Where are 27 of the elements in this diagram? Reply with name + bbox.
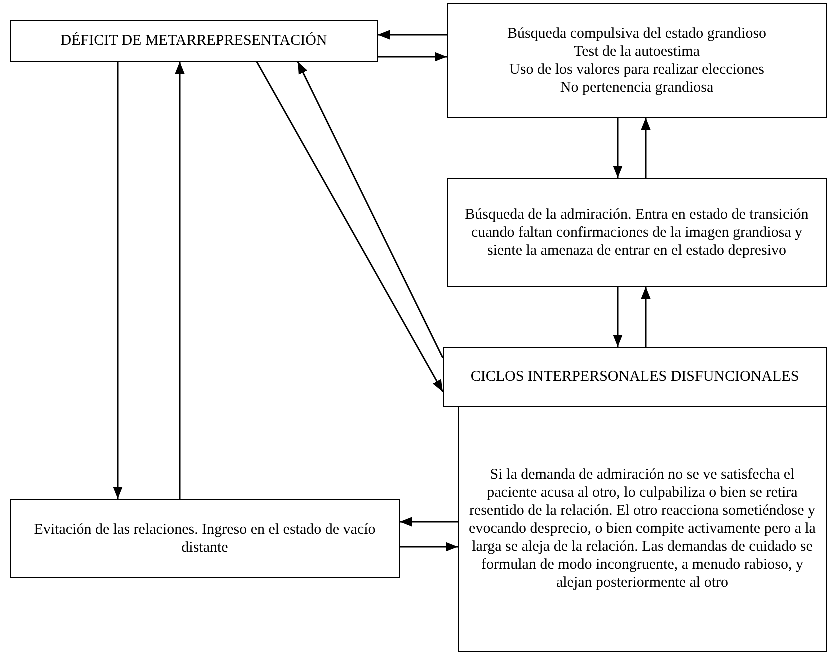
arrow: [641, 118, 651, 178]
node-text: Test de la autoestima: [574, 42, 700, 60]
arrow: [641, 287, 651, 347]
arrow: [400, 517, 458, 527]
concept-box: [443, 347, 827, 407]
node-text: No pertenencia grandiosa: [560, 78, 714, 96]
arrow: [378, 52, 447, 62]
arrow: [613, 287, 623, 347]
arrow: [613, 118, 623, 178]
node-text: Evitación de las relaciones. Ingreso en el estado de vacío distante: [33, 520, 377, 556]
process-box: [10, 499, 400, 578]
arrow: [175, 62, 185, 499]
text-box: [458, 406, 827, 652]
arrow: [113, 62, 123, 499]
node-text: Uso de los valores para realizar elecciones: [510, 60, 764, 78]
node-text: Búsqueda de la admiración. Entra en estado de transición cuando faltan confirmaciones de la imagen grandiosa y siente la amenaza de entrar en el estado depresivo: [464, 206, 810, 260]
process-box: [447, 3, 827, 118]
arrow: [256, 62, 444, 392]
node-text: Si la demanda de admiración no se ve satisfecha el paciente acusa al otro, lo culpabiliza o bien se retira resentido de la relación. El otro reacciona sometiéndose y evocando desprecio, o bien compite activamente pero a la larga se aleja de la relación. Las demandas de cuidado se formulan de modo incongruente, a menudo rabioso, y alejan posteriormente al otro: [469, 466, 816, 592]
concept-box: [10, 20, 378, 62]
node-text: Búsqueda compulsiva del estado grandioso: [507, 24, 767, 42]
node-text: CICLOS INTERPERSONALES DISFUNCIONALES: [470, 368, 800, 386]
process-box: [447, 178, 827, 287]
node-text: DÉFICIT DE METARREPRESENTACIÓN: [60, 32, 328, 50]
arrow: [378, 30, 447, 40]
arrow: [297, 62, 444, 358]
arrow: [400, 542, 458, 552]
